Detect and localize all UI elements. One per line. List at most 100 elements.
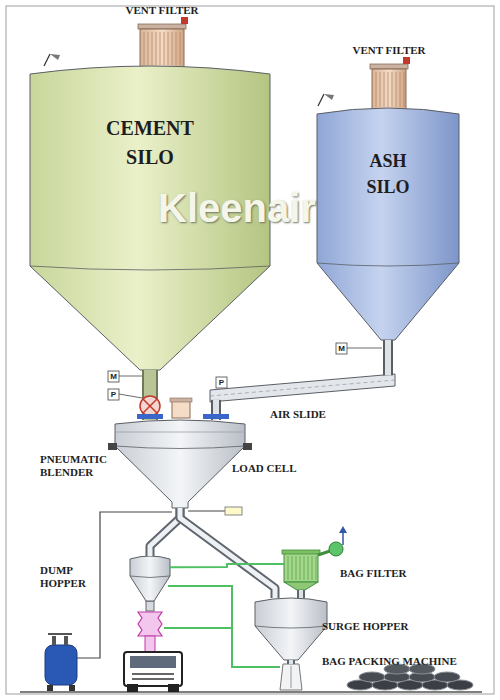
filter-pleat: [376, 72, 377, 107]
rotary-valve-vane: [143, 399, 157, 413]
windsock-pole: [318, 94, 324, 106]
node-label: PNEUMATIC BLENDER: [40, 453, 122, 479]
filter-pleat: [180, 32, 181, 65]
page-frame: [6, 6, 494, 694]
node-shape: [140, 24, 184, 68]
bag-packing-machine: BAG PACKING MACHINE: [280, 664, 302, 690]
vent-filter: VENT FILTER: [140, 24, 184, 68]
blender-vent-cap: [170, 398, 192, 402]
valve-symbol: [64, 636, 68, 645]
vessel-seam: [317, 263, 459, 266]
filter-motor: [403, 57, 410, 64]
node-label: DUMP HOPPER: [40, 564, 100, 590]
bag-filter-pleat: [288, 556, 289, 580]
filter-pleat: [168, 32, 169, 65]
node-shape-group: [138, 17, 188, 68]
node-label: CEMENT SILO: [90, 114, 210, 172]
rotary-valve-vane: [143, 399, 157, 413]
node-shape: [210, 372, 395, 406]
node-label: BAG PACKING MACHINE: [322, 655, 492, 668]
node-label: VENT FILTER: [329, 44, 449, 57]
connector-path: [287, 660, 295, 664]
load-cell-block: [243, 443, 252, 450]
exhaust-arrow: [342, 532, 344, 545]
bag-filter-cone: [284, 582, 318, 590]
node-shape-group: [282, 550, 320, 590]
spout-pipe: [146, 601, 154, 611]
instrument-tag: P: [216, 377, 227, 388]
node-shape-group: [255, 598, 327, 660]
pneumatic-blender: PNEUMATIC BLENDER: [115, 420, 245, 508]
node-shape-group: [317, 108, 459, 340]
filter-pleat: [384, 72, 385, 107]
flange: [137, 414, 163, 419]
fan-duct: [318, 551, 330, 555]
filter-pleat: [164, 32, 165, 65]
truck-wheel: [168, 684, 179, 692]
valve-symbol: [52, 636, 56, 645]
valve-handle: [48, 633, 72, 635]
blender-outline: [115, 420, 245, 508]
transfer-pipe: [301, 590, 302, 598]
instrument-lead: [347, 348, 382, 349]
dust-line: [164, 627, 232, 629]
node-shape-group: [280, 664, 302, 690]
instrument-box: [216, 377, 227, 388]
loading-bellows: [138, 612, 162, 636]
flange: [203, 414, 229, 419]
node-shape: [317, 108, 459, 340]
filter-pleat: [392, 72, 393, 107]
filter-pleat: [156, 32, 157, 65]
watermark: Kleenair: [158, 184, 358, 232]
packer-detail: [291, 666, 292, 688]
filter-pleat: [148, 32, 149, 65]
ash-silo: ASH SILO: [317, 108, 459, 340]
dust-line: [170, 564, 284, 567]
filter-pleat: [404, 72, 405, 107]
filter-pleat: [400, 72, 401, 107]
truck-body: [124, 652, 182, 686]
connector-path: [383, 340, 393, 375]
node-label: VENT FILTER: [102, 4, 222, 17]
bag-filter-pleat: [292, 556, 293, 580]
part-label: LOAD CELL: [232, 462, 322, 475]
connector-path: [180, 508, 275, 598]
air-slide-membrane: [210, 380, 395, 396]
node-shape: [284, 550, 318, 590]
connector-path: [170, 564, 284, 567]
load-cell-block: [108, 443, 117, 450]
filter-motor: [181, 17, 188, 24]
instrument-box: [108, 371, 119, 382]
air-receiver: [45, 645, 77, 685]
transfer-pipe: [291, 660, 292, 664]
transfer-pipe: [388, 340, 389, 375]
blender-vent-filter: [172, 401, 190, 418]
connector-path: [385, 340, 391, 375]
node-label: ASH SILO: [348, 148, 428, 200]
node-shape: [372, 64, 406, 110]
filter-pleat: [144, 32, 145, 65]
node-shape: [115, 420, 245, 508]
bag: [359, 672, 385, 682]
filter-pleat: [152, 32, 153, 65]
windsock-symbol: [324, 94, 334, 100]
filter-cap: [138, 24, 186, 29]
node-label: AIR SLIDE: [270, 408, 380, 421]
filter-body: [140, 29, 184, 68]
vessel-outline: [255, 598, 327, 660]
node-shape-group: [370, 57, 410, 110]
instrument-box: [108, 389, 119, 400]
bag-filter-pleat: [312, 556, 313, 580]
vessel-seam: [255, 626, 327, 628]
node-shape-group: [115, 420, 245, 508]
bag-filter-pleat: [304, 556, 305, 580]
filter-pleat: [396, 72, 397, 107]
filter-pleat: [160, 32, 161, 65]
signal-line: [188, 511, 225, 512]
packer-body: [280, 664, 302, 690]
node-shape-group: [210, 374, 395, 402]
truck-grille: [132, 678, 174, 680]
ground-line: [20, 691, 482, 693]
